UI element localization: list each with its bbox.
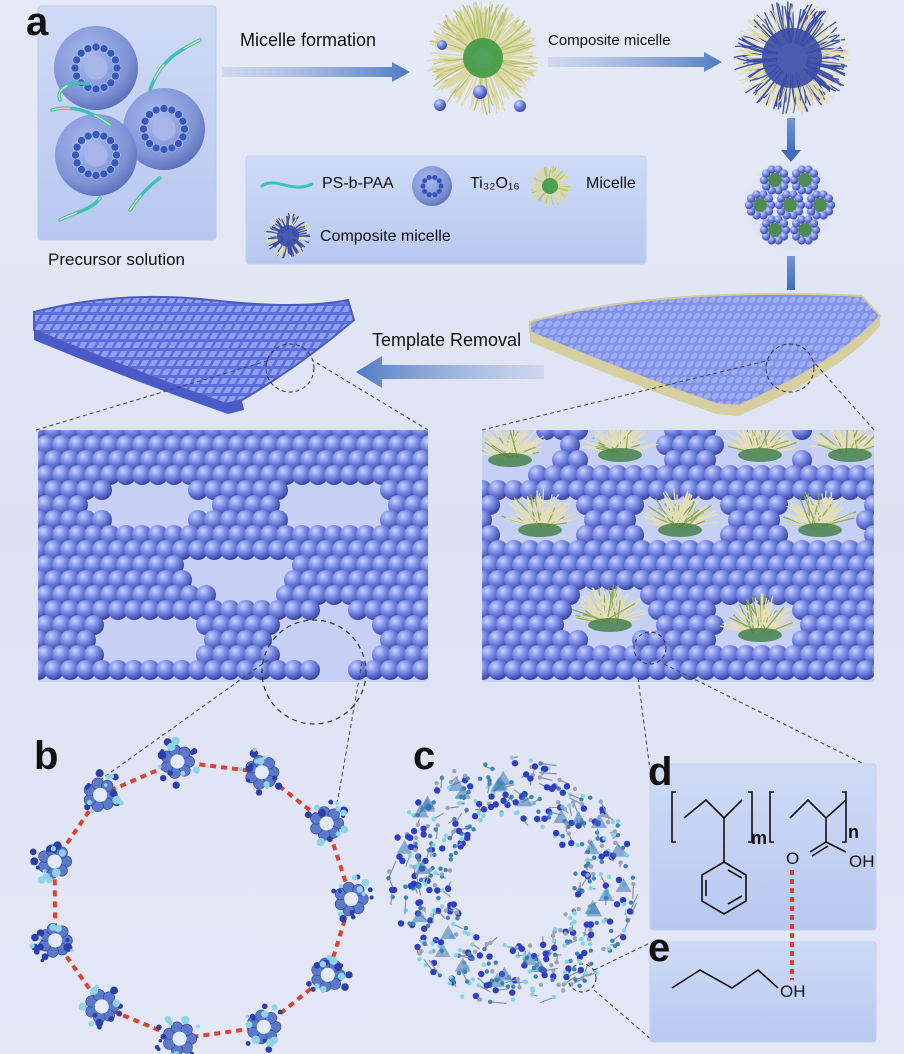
- panel-letter-a: a: [26, 0, 49, 44]
- arrow-micelle-formation: [222, 62, 410, 82]
- ti32o16-cluster-sphere: [55, 114, 137, 196]
- zoom-lines-left: [35, 359, 429, 431]
- mesoporous-film-sheet: [33, 295, 356, 414]
- micelle-in-film: [810, 430, 874, 462]
- arrow-template-removal: [356, 356, 544, 388]
- composite-micelle-arrow-label: Composite micelle: [548, 32, 671, 49]
- d-subscript-m: m: [751, 828, 768, 848]
- ti32o16-cluster-sphere: [54, 26, 138, 110]
- micelle-in-film: [581, 430, 658, 462]
- ti32o16-cluster: [29, 841, 73, 884]
- e-chain: [671, 968, 779, 989]
- legend-box: [245, 155, 647, 265]
- d-phenyl-ring: [701, 861, 747, 915]
- zoom-circle-interface: [633, 631, 667, 665]
- ti32o16-cluster: [331, 874, 374, 923]
- e-hydroxyl: OH: [780, 982, 806, 1001]
- ti32o16-cluster: [245, 1003, 283, 1053]
- panel-c-ti32o16-structure: [386, 755, 653, 1041]
- micelle-in-film: [782, 490, 857, 537]
- ti32o16-cluster: [306, 954, 353, 993]
- micelle-in-film: [720, 593, 800, 642]
- assembled-composite-micelles: [744, 159, 836, 290]
- legend-micelle-icon: [529, 165, 571, 207]
- generated-artwork-layer: [29, 1, 882, 1054]
- legend-label-ps-b-paa: PS-b-PAA: [322, 175, 394, 192]
- ti32o16-cluster: [78, 984, 123, 1030]
- legend-label-ti32o16: Ti₃₂O₁₆: [470, 175, 520, 192]
- micelle-in-film: [642, 488, 719, 537]
- micelle-in-film: [722, 430, 799, 462]
- panel-a: [33, 1, 882, 811]
- zoom-circle-left-film: [265, 343, 315, 393]
- d-bracket-m: [671, 791, 753, 843]
- panel-b-cluster-ring: [29, 736, 374, 1054]
- micelle-in-film: [572, 584, 646, 632]
- legend-ps-b-paa-icon: [260, 181, 314, 189]
- composite-film-sheet: [529, 293, 882, 416]
- d-subscript-n: n: [848, 822, 859, 842]
- ti32o16-cluster: [29, 923, 74, 963]
- arrow-composite-micelle: [548, 52, 722, 72]
- mesoporous-closeup: [38, 430, 428, 725]
- micelle-in-film: [482, 430, 546, 467]
- micelle-illustration: [426, 1, 540, 116]
- d-carbonyl-oxygen: O: [786, 849, 800, 868]
- composite-micelle-illustration: [733, 1, 851, 116]
- precursor-caption: Precursor solution: [48, 250, 186, 269]
- ti32o16-cluster: [154, 1015, 200, 1054]
- legend-composite-micelle-icon: [266, 212, 311, 259]
- ti32o16-cluster: [157, 736, 200, 789]
- zoom-circle-c: [567, 963, 597, 993]
- d-bracket-n: [769, 791, 847, 843]
- ti32o16-cluster: [83, 769, 124, 814]
- panel-e-propanol-structure: [649, 941, 877, 1043]
- zoom-lines-to-d: [637, 663, 877, 771]
- legend-label-micelle: Micelle: [586, 175, 636, 192]
- zoom-circle-right-film: [765, 343, 815, 393]
- ti32o16-cluster: [304, 799, 349, 846]
- ti32o16-cluster: [238, 747, 283, 796]
- zoom-lines-to-e: [593, 941, 653, 1041]
- precursor-solution-box: [37, 5, 217, 241]
- zoom-lines-right: [481, 359, 875, 431]
- arrow-down-assembly: [781, 118, 801, 162]
- panel-letter-c: c: [413, 734, 436, 778]
- composite-closeup: [482, 430, 874, 682]
- d-backbone: [683, 798, 847, 820]
- panel-d-ps-b-paa-structure: [649, 763, 877, 931]
- d-carboxyl: [809, 818, 847, 857]
- panel-letter-b: b: [34, 734, 59, 778]
- micelle-in-film: [501, 488, 578, 537]
- ti32o16-cluster-sphere: [123, 88, 205, 170]
- zoom-circle-pore: [261, 619, 367, 725]
- d-hydroxyl: OH: [849, 852, 875, 871]
- panel-letter-d: d: [648, 750, 673, 794]
- micelle-formation-label: Micelle formation: [240, 30, 377, 50]
- zoom-lines-to-b: [85, 659, 363, 811]
- template-removal-label: Template Removal: [372, 330, 522, 350]
- panel-letter-e: e: [648, 926, 671, 970]
- legend-ti32o16-icon: [412, 166, 452, 206]
- legend-label-composite-micelle: Composite micelle: [320, 228, 451, 245]
